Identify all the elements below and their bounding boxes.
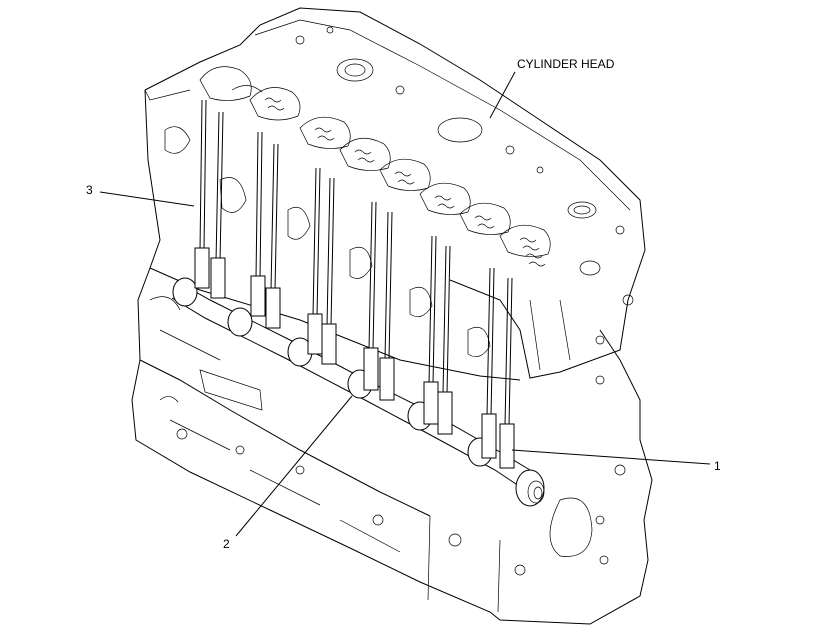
pushrods <box>194 99 515 469</box>
leader-1 <box>511 449 711 465</box>
callout-2: 2 <box>223 537 230 551</box>
leader-3 <box>99 191 195 207</box>
label-cylinder-head: CYLINDER HEAD <box>517 57 615 71</box>
camshaft <box>171 277 545 507</box>
leader-2 <box>235 395 353 537</box>
leader-lines <box>99 71 711 537</box>
callout-1: 1 <box>714 459 721 473</box>
engine-block <box>131 267 653 625</box>
leader-cylinder-head <box>489 71 516 119</box>
rocker-arms <box>199 66 551 267</box>
callout-3: 3 <box>86 183 93 197</box>
